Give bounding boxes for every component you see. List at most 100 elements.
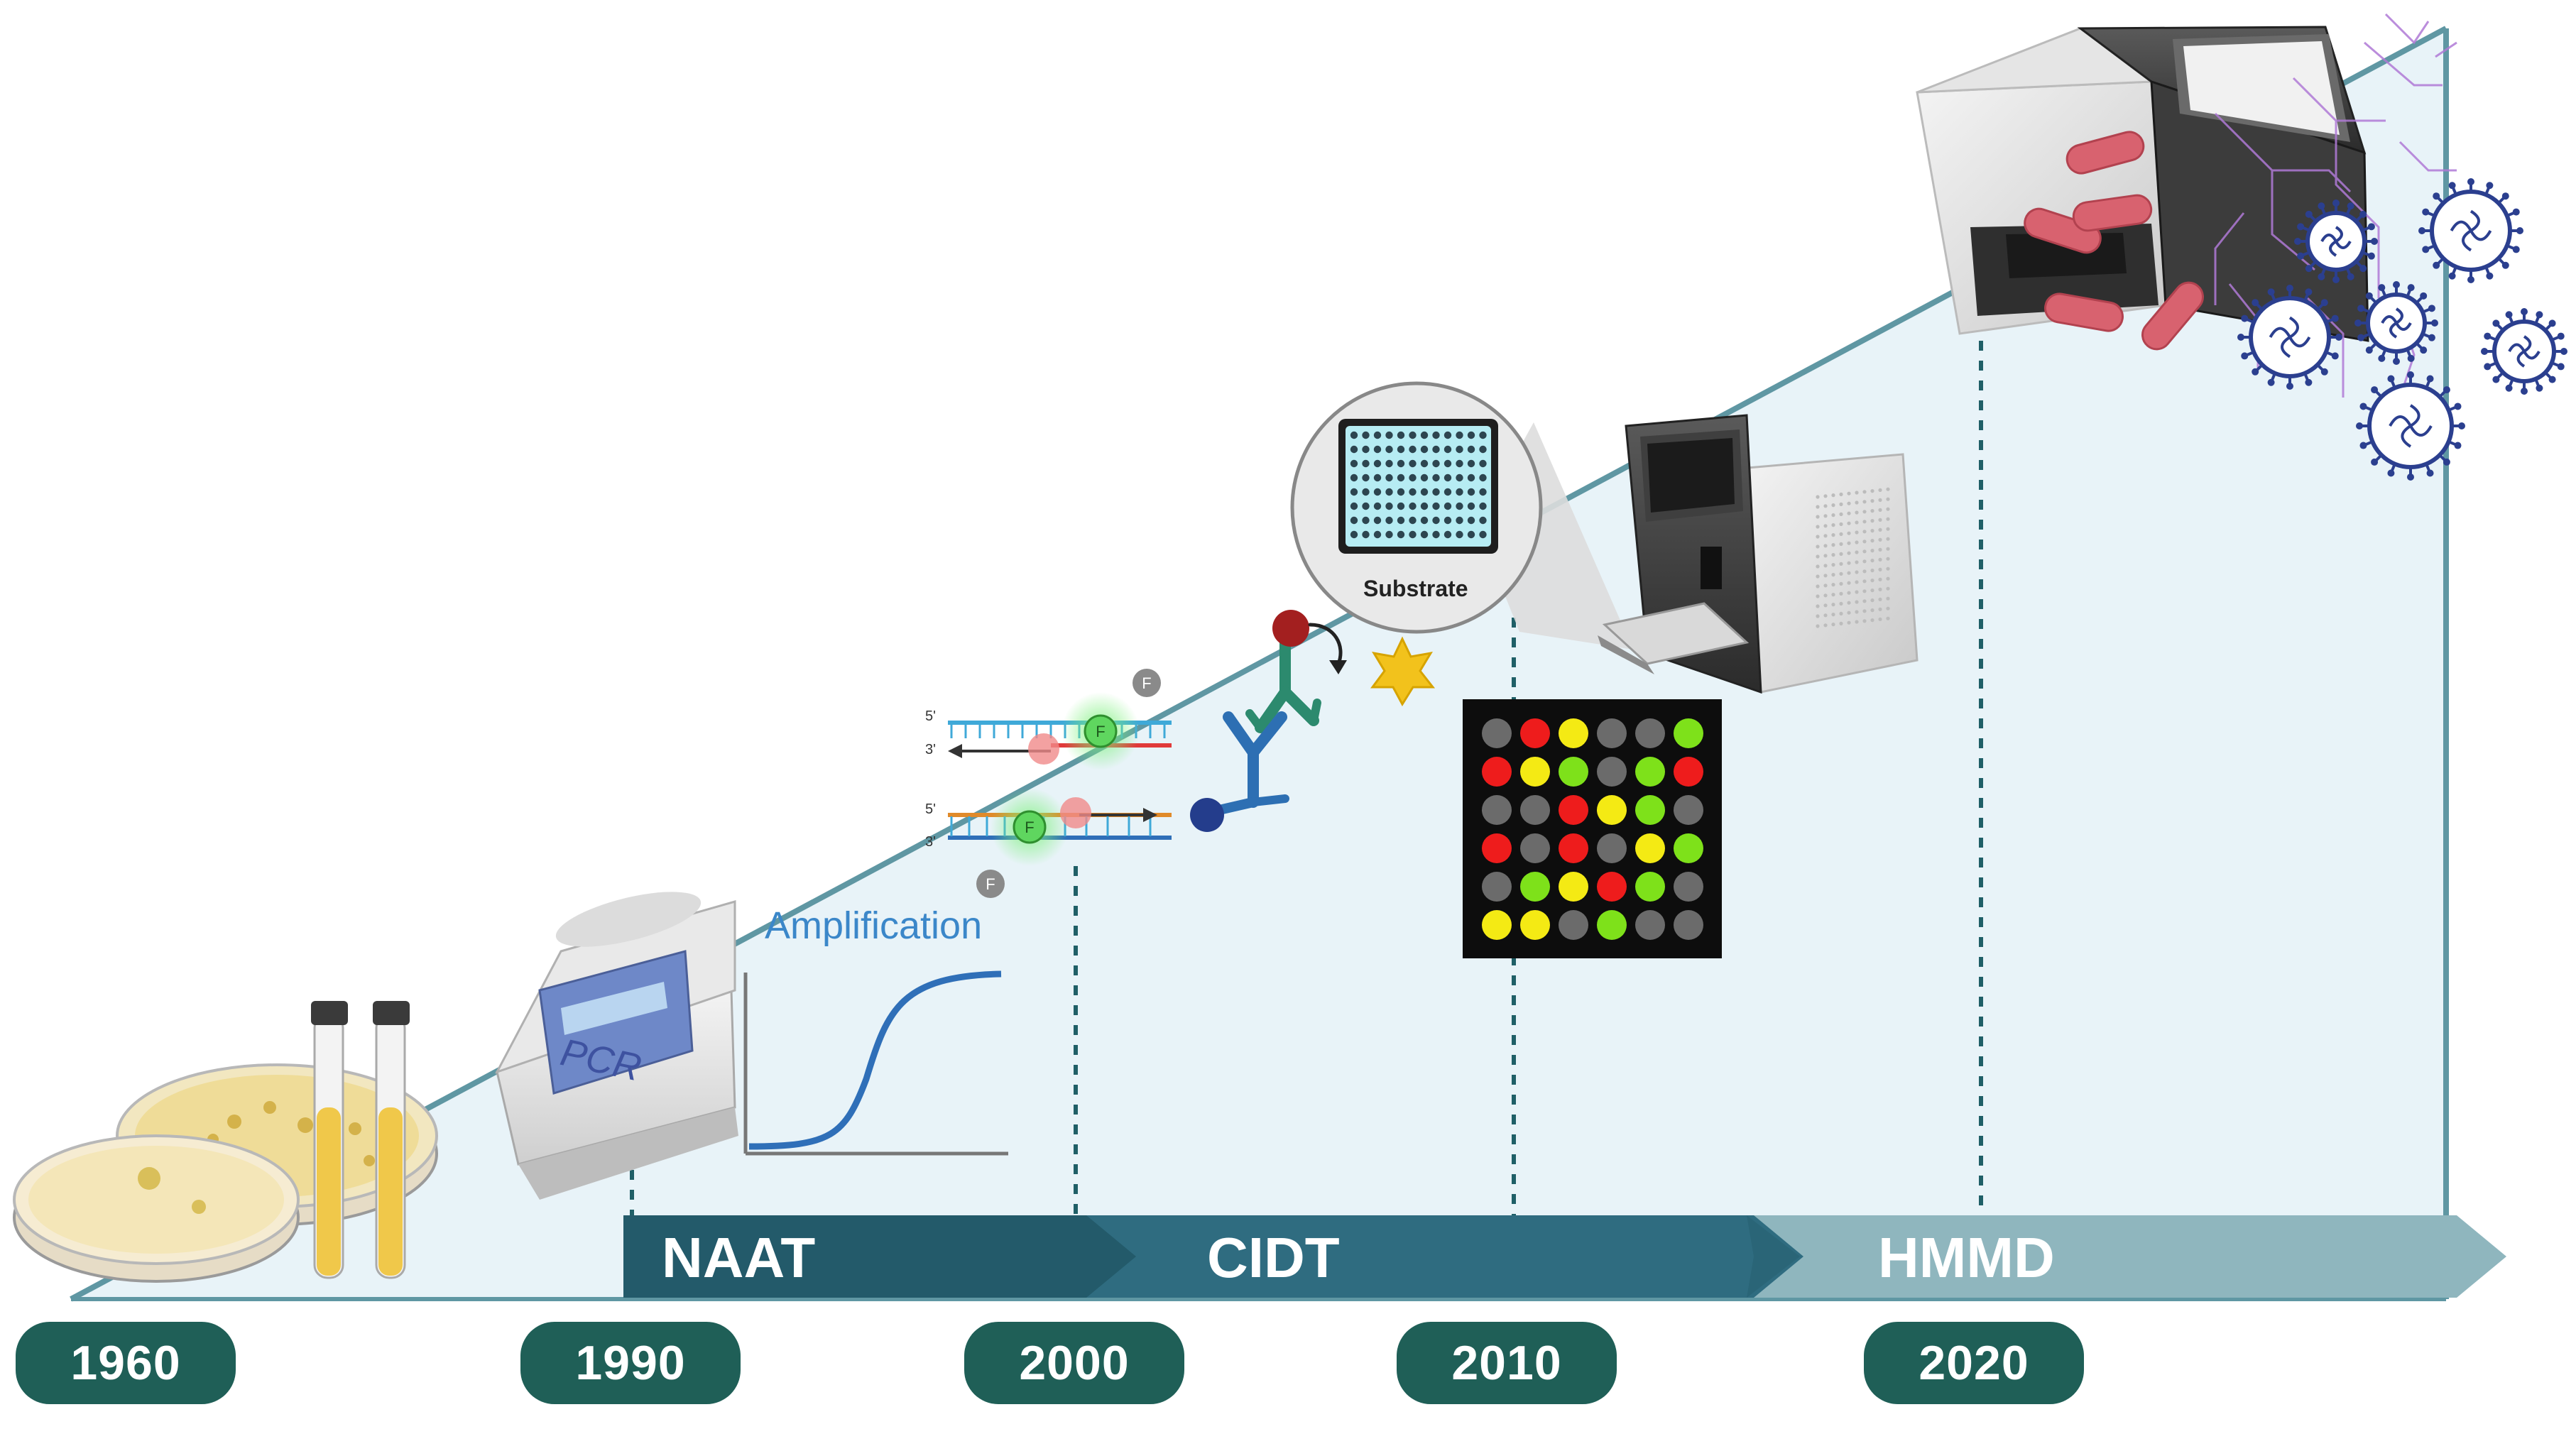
- microplate-well: [1420, 431, 1429, 439]
- era-band-naat: [623, 1215, 1136, 1298]
- bacterium: [2141, 281, 2204, 351]
- microplate-well: [1385, 459, 1393, 468]
- microplate-well: [1432, 502, 1440, 510]
- microarray-spot: [1520, 833, 1550, 863]
- microarray-spot: [1597, 757, 1627, 787]
- microplate-well: [1385, 516, 1393, 525]
- microarray-spot: [1520, 757, 1550, 787]
- microplate-well: [1456, 530, 1463, 539]
- era-naat: NAAT: [662, 1226, 816, 1289]
- microplate-well: [1397, 516, 1405, 525]
- microplate-well: [1362, 488, 1370, 496]
- microplate-well: [1443, 530, 1452, 539]
- microplate-wells: [1350, 431, 1487, 539]
- microplate-well: [1467, 431, 1475, 439]
- microplate-well: [1397, 473, 1405, 482]
- pcr-machine-icon: PCR: [494, 892, 738, 1200]
- microarray-spot: [1482, 795, 1512, 825]
- bacterium: [2024, 207, 2102, 254]
- substrate-label: Substrate: [1363, 576, 1468, 601]
- microarray-spot: [1520, 872, 1550, 902]
- microarray-spot: [1674, 833, 1703, 863]
- microplate-well: [1443, 516, 1452, 525]
- microplate-well: [1362, 459, 1370, 468]
- microplate-well: [1443, 459, 1452, 468]
- microplate-well: [1350, 516, 1358, 525]
- microplate-well: [1432, 516, 1440, 525]
- microplate-well: [1350, 459, 1358, 468]
- microplate-well: [1456, 431, 1463, 439]
- microplate-well: [1432, 459, 1440, 468]
- microplate-well: [1432, 473, 1440, 482]
- microarray-spot: [1597, 795, 1627, 825]
- microarray-spot: [1674, 718, 1703, 748]
- analyzer-icon: [1598, 414, 1919, 694]
- microplate-well: [1443, 473, 1452, 482]
- svg-text:5': 5': [925, 708, 936, 724]
- microplate-well: [1397, 502, 1405, 510]
- microarray-spot: [1559, 757, 1588, 787]
- virus-icon: [2354, 281, 2438, 365]
- microarray-spot: [1635, 872, 1665, 902]
- microplate-well: [1432, 445, 1440, 454]
- microplate-well: [1409, 445, 1417, 454]
- year-2020: 2020: [1864, 1322, 2084, 1404]
- microarray-spot: [1559, 718, 1588, 748]
- microplate-well: [1443, 445, 1452, 454]
- microplate-well: [1420, 530, 1429, 539]
- microplate-well: [1420, 445, 1429, 454]
- year-2010: 2010: [1397, 1322, 1617, 1404]
- microarray-spot: [1597, 872, 1627, 902]
- microplate-well: [1362, 530, 1370, 539]
- microplate-well: [1409, 516, 1417, 525]
- microplate-well: [1456, 516, 1463, 525]
- microplate-well: [1385, 445, 1393, 454]
- fluorophore-labels: F F F F: [986, 674, 1151, 893]
- microplate-well: [1456, 445, 1463, 454]
- microarray-spot: [1482, 718, 1512, 748]
- bacterium: [2044, 292, 2124, 332]
- microarray-spot: [1674, 872, 1703, 902]
- dna-probe-icon: [948, 669, 1172, 898]
- microplate-well: [1385, 530, 1393, 539]
- microarray-spot: [1520, 718, 1550, 748]
- microplate-well: [1420, 473, 1429, 482]
- microplate-well: [1432, 431, 1440, 439]
- virus-icon: [2294, 199, 2378, 283]
- sequencer-icon: [1916, 13, 2457, 398]
- bacterium: [2072, 194, 2153, 232]
- microplate-well: [1373, 431, 1382, 439]
- microplate-well: [1420, 502, 1429, 510]
- microarray-spot: [1635, 757, 1665, 787]
- microarray-spot: [1482, 910, 1512, 940]
- era-band-cidt: [1086, 1215, 1803, 1298]
- amplification-label: Amplification: [765, 904, 982, 947]
- microplate-well: [1479, 516, 1487, 525]
- microplate-well: [1467, 459, 1475, 468]
- microplate-well: [1456, 502, 1463, 510]
- microplate-well: [1409, 431, 1417, 439]
- microplate-well: [1362, 473, 1370, 482]
- microplate-well: [1409, 488, 1417, 496]
- era-hmmd: HMMD: [1878, 1226, 2055, 1289]
- microarray-spot: [1559, 833, 1588, 863]
- microplate-well: [1409, 459, 1417, 468]
- microplate-well: [1350, 473, 1358, 482]
- svg-text:3': 3': [925, 834, 936, 850]
- microarray-spot: [1520, 795, 1550, 825]
- year-2000: 2000: [964, 1322, 1184, 1404]
- microplate-well: [1467, 445, 1475, 454]
- microplate-well: [1479, 459, 1487, 468]
- microarray-spot: [1635, 718, 1665, 748]
- microplate-well: [1373, 459, 1382, 468]
- microplate-well: [1385, 502, 1393, 510]
- microplate-well: [1432, 488, 1440, 496]
- microplate-well: [1397, 488, 1405, 496]
- microplate-well: [1420, 488, 1429, 496]
- svg-text:3': 3': [925, 742, 936, 757]
- microarray-spot: [1635, 795, 1665, 825]
- microplate-well: [1479, 488, 1487, 496]
- microplate-well: [1409, 473, 1417, 482]
- virus-icon: [2418, 178, 2523, 283]
- microplate-well: [1385, 431, 1393, 439]
